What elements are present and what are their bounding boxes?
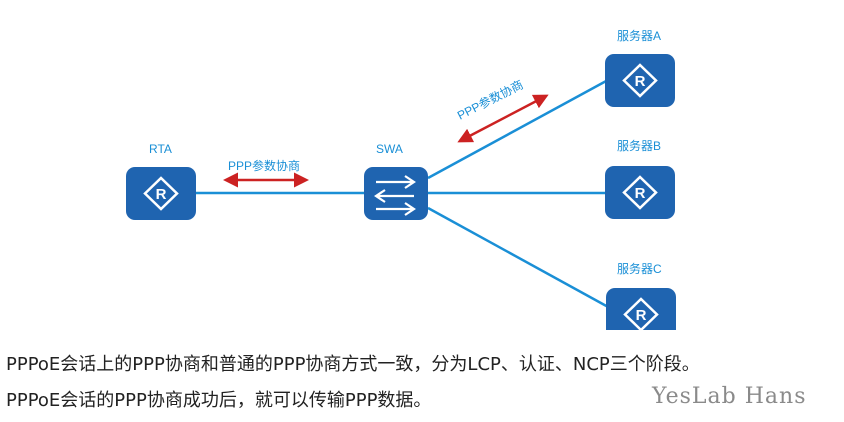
- negotiation-label-right: PPP参数协商: [455, 77, 526, 123]
- negotiation-arrow-right: [457, 94, 549, 143]
- network-diagram: PPP参数协商 PPP参数协商 R RTA SWA R 服务器A R 服务器B …: [126, 28, 676, 330]
- router-icon: [606, 288, 676, 330]
- server-b[interactable]: R: [605, 166, 675, 219]
- svg-text:R: R: [636, 307, 647, 324]
- server-c-label: 服务器C: [617, 261, 662, 276]
- server-b-label: 服务器B: [617, 138, 661, 153]
- router-icon: [126, 167, 196, 220]
- rta-label: RTA: [149, 142, 172, 156]
- link-swa-server-a: [427, 78, 609, 180]
- svg-text:R: R: [635, 73, 646, 90]
- watermark: YesLab Hans: [652, 384, 807, 409]
- link-swa-server-c: [427, 206, 611, 310]
- swa-label: SWA: [376, 142, 403, 156]
- server-a[interactable]: R: [605, 54, 675, 107]
- caption-line-1: PPPoE会话上的PPP协商和普通的PPP协商方式一致，分为LCP、认证、NCP…: [6, 354, 700, 375]
- svg-text:R: R: [635, 185, 646, 202]
- switch-swa[interactable]: [364, 167, 428, 220]
- router-icon: [605, 54, 675, 107]
- server-a-label: 服务器A: [617, 28, 661, 43]
- router-icon: [605, 166, 675, 219]
- caption-line-2: PPPoE会话的PPP协商成功后，就可以传输PPP数据。: [6, 390, 432, 411]
- server-c[interactable]: R: [606, 288, 676, 330]
- switch-icon: [364, 167, 428, 220]
- negotiation-label-left: PPP参数协商: [228, 158, 300, 173]
- router-rta[interactable]: R: [126, 167, 196, 220]
- svg-text:R: R: [156, 186, 167, 203]
